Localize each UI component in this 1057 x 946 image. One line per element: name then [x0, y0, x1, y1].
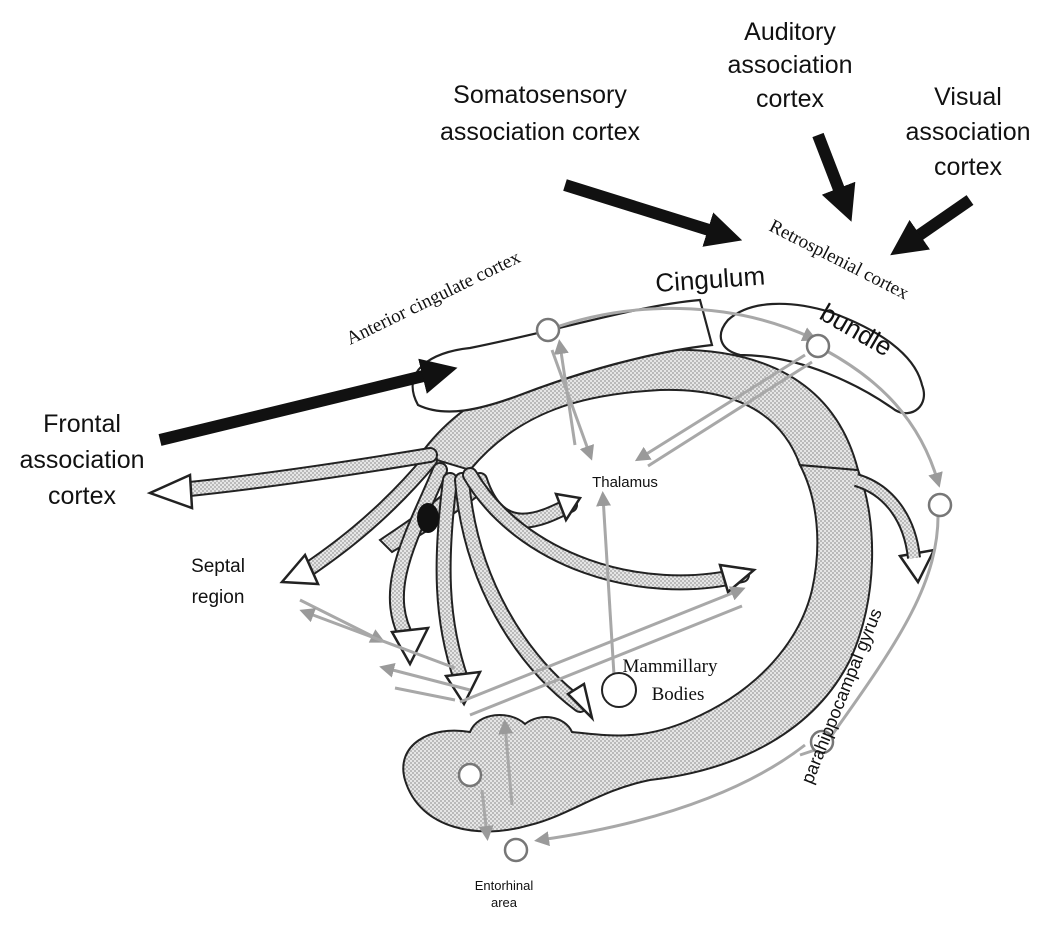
- somatosensory-label-line2: association cortex: [440, 118, 641, 146]
- visual-input-arrow: [905, 200, 970, 245]
- septal-return-2: [305, 612, 455, 668]
- anterior-commissure-dot: [417, 503, 439, 533]
- somatosensory-label-line1: Somatosensory: [453, 81, 627, 109]
- auditory-label-line2: association: [727, 51, 852, 79]
- visual-label-line1: Visual: [934, 83, 1002, 111]
- arrowhead-frontal: [150, 475, 192, 508]
- mammillary-label-line2: Bodies: [652, 684, 705, 705]
- septal-label-line1: Septal: [191, 556, 245, 577]
- entorhinal-label-line2: area: [491, 895, 518, 910]
- auditory-input-arrow: [818, 135, 845, 205]
- visual-label-line3: cortex: [934, 153, 1003, 181]
- mammillary-label-line1: Mammillary: [623, 656, 718, 677]
- thalamus-label: Thalamus: [592, 474, 658, 491]
- node-parahippocampal-upper: [929, 494, 951, 516]
- visual-label-line2: association: [905, 118, 1030, 146]
- entorhinal-label-line1: Entorhinal: [475, 878, 534, 893]
- frontal-label-line2: association: [19, 446, 144, 474]
- node-retrosplenial: [807, 335, 829, 357]
- somatosensory-input-arrow: [565, 185, 725, 235]
- auditory-label-line1: Auditory: [744, 18, 836, 46]
- septal-return-3: [395, 688, 455, 700]
- auditory-label-line3: cortex: [756, 85, 825, 113]
- retrosplenial-label: Retrosplenial cortex: [766, 216, 913, 305]
- frontal-label-line3: cortex: [48, 482, 117, 510]
- septal-label-line2: region: [192, 587, 245, 608]
- node-entorhinal-upper: [459, 764, 481, 786]
- node-anterior-cingulate: [537, 319, 559, 341]
- mammillary-to-thalamus: [603, 497, 614, 675]
- anterior-cingulate-label: Anterior cingulate cortex: [343, 247, 524, 350]
- frontal-label-line1: Frontal: [43, 410, 121, 438]
- frontal-input-arrow: [160, 372, 440, 440]
- node-entorhinal-lower: [505, 839, 527, 861]
- cingulum-label: Cingulum: [654, 260, 766, 298]
- node-mammillary-bodies: [602, 673, 636, 707]
